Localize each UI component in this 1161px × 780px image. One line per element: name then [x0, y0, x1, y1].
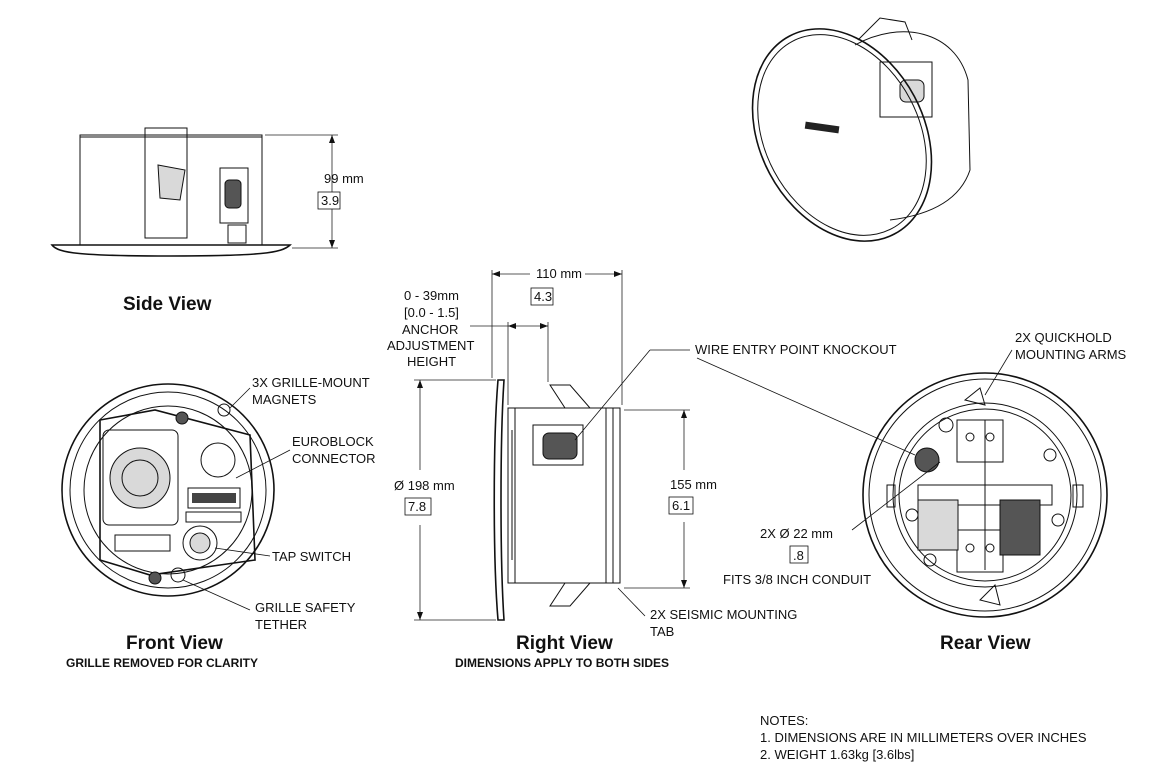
isometric-speaker-illustration — [751, 17, 971, 242]
front-view-drawing — [61, 383, 275, 597]
anchor-range-mm: 0 - 39mm — [404, 288, 459, 303]
rear-view-title: Rear View — [940, 633, 1031, 654]
quickhold-callout-line1: 2X QUICKHOLD — [1015, 330, 1112, 345]
rear-view-leader-lines — [696, 349, 1013, 531]
side-height-inch: 3.9 — [321, 193, 339, 208]
depth-mm: 110 mm — [536, 266, 582, 281]
notes-heading: NOTES: — [760, 713, 808, 728]
front-view-title: Front View — [126, 633, 223, 654]
knockout-mm: 2X Ø 22 mm — [760, 526, 833, 541]
euroblock-callout-line2: CONNECTOR — [292, 451, 376, 466]
depth-inch: 4.3 — [534, 289, 552, 304]
knockout-inch-box — [789, 545, 809, 564]
front-view-subtitle: GRILLE REMOVED FOR CLARITY — [66, 656, 258, 670]
right-view-dimensions — [414, 270, 690, 621]
height-mm: 155 mm — [670, 477, 717, 492]
anchor-label-line3: HEIGHT — [407, 354, 456, 369]
right-view-drawing — [493, 379, 621, 621]
side-height-inch-box — [317, 191, 341, 210]
conduit-callout: FITS 3/8 INCH CONDUIT — [723, 572, 871, 587]
bose-logo-icon — [804, 121, 840, 134]
rear-view-drawing — [862, 372, 1108, 618]
right-view-title: Right View — [516, 633, 613, 654]
knockout-inch: .8 — [793, 548, 804, 563]
magnets-callout-line2: MAGNETS — [252, 392, 317, 407]
notes-line-1: 1. DIMENSIONS ARE IN MILLIMETERS OVER IN… — [760, 730, 1087, 745]
magnets-callout-line1: 3X GRILLE-MOUNT — [252, 375, 370, 390]
anchor-label-line1: ANCHOR — [402, 322, 458, 337]
tap-switch-callout: TAP SWITCH — [272, 549, 351, 564]
euroblock-callout-line1: EUROBLOCK — [292, 434, 374, 449]
height-inch-box — [668, 496, 694, 515]
quickhold-callout-line2: MOUNTING ARMS — [1015, 347, 1127, 362]
anchor-label-line2: ADJUSTMENT — [387, 338, 474, 353]
side-height-mm: 99 mm — [324, 171, 364, 186]
seismic-tab-callout-line1: 2X SEISMIC MOUNTING — [650, 607, 797, 622]
notes-line-2: 2. WEIGHT 1.63kg [3.6lbs] — [760, 747, 914, 762]
front-view-leader-lines — [182, 387, 291, 611]
tether-callout-line1: GRILLE SAFETY — [255, 600, 356, 615]
diameter-inch-box — [404, 497, 432, 516]
wire-entry-callout: WIRE ENTRY POINT KNOCKOUT — [695, 342, 897, 357]
diameter-inch: 7.8 — [408, 499, 426, 514]
side-view-drawing — [50, 127, 338, 257]
tether-callout-line2: TETHER — [255, 617, 307, 632]
right-view-subtitle: DIMENSIONS APPLY TO BOTH SIDES — [455, 656, 669, 670]
diameter-mm: Ø 198 mm — [394, 478, 455, 493]
side-view-title: Side View — [123, 294, 212, 315]
seismic-tab-callout-line2: TAB — [650, 624, 674, 639]
height-inch: 6.1 — [672, 498, 690, 513]
depth-inch-box — [530, 287, 554, 306]
anchor-range-inch: [0.0 - 1.5] — [404, 305, 459, 320]
